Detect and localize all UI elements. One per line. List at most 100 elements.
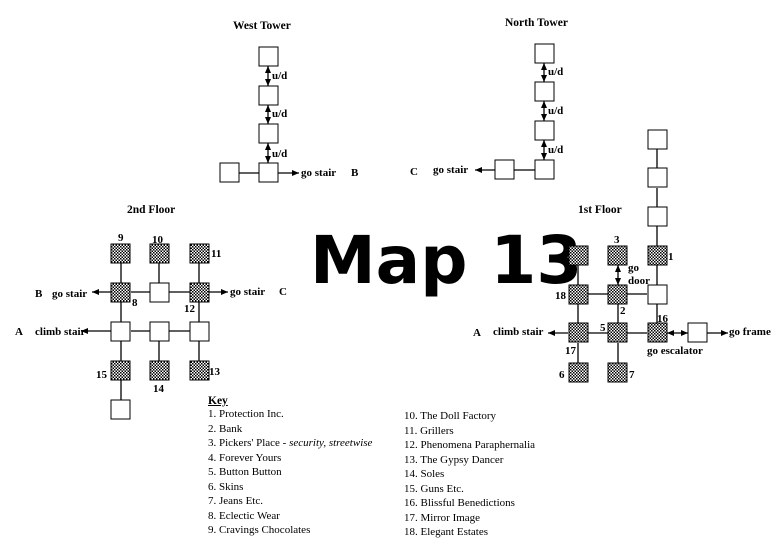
- ud-label: u/d: [548, 144, 563, 156]
- room: [687, 322, 708, 343]
- marker-a: A: [15, 326, 23, 338]
- shop-room: [568, 245, 589, 266]
- shop-number: 5: [600, 322, 606, 334]
- second-floor-rooms: [110, 243, 210, 420]
- key-column-left: 1. Protection Inc. 2. Bank 3. Pickers' P…: [208, 407, 372, 538]
- room: [494, 159, 515, 180]
- room: [149, 282, 170, 303]
- shop-room: [607, 322, 628, 343]
- shop-room: [568, 322, 589, 343]
- go-frame-label: go frame: [729, 326, 771, 338]
- shop-number: 6: [559, 369, 565, 381]
- room: [534, 43, 555, 64]
- ud-label: u/d: [548, 66, 563, 78]
- key-item: 15. Guns Etc.: [404, 482, 464, 495]
- shop-number: 7: [629, 369, 635, 381]
- key-item: 1. Protection Inc.: [208, 408, 284, 420]
- key-item: 14. Soles: [404, 468, 445, 480]
- climb-stair-label: climb stair: [493, 326, 544, 338]
- ud-label: u/d: [272, 108, 287, 120]
- shop-number: 13: [209, 366, 221, 378]
- marker-c: C: [410, 166, 418, 178]
- room: [647, 129, 668, 150]
- ud-label: u/d: [272, 70, 287, 82]
- room: [534, 81, 555, 102]
- key-item: 17. Mirror Image: [404, 511, 481, 524]
- room: [219, 162, 240, 183]
- shop-number: 1: [668, 251, 674, 263]
- room: [647, 167, 668, 188]
- shop-room: [607, 362, 628, 383]
- shop-number: 10: [152, 234, 164, 246]
- west-tower-heading: West Tower: [233, 20, 291, 32]
- shop-room: [110, 243, 131, 264]
- key-title: Key: [208, 395, 228, 407]
- shop-number: 9: [118, 232, 124, 244]
- marker-a: A: [473, 327, 481, 339]
- room: [149, 321, 170, 342]
- shop-number: 17: [565, 345, 577, 357]
- room: [647, 284, 668, 305]
- marker-b: B: [351, 167, 359, 179]
- shop-room: [568, 284, 589, 305]
- room: [258, 123, 279, 144]
- shop-room: [110, 282, 131, 303]
- shop-number: 16: [657, 313, 669, 325]
- ud-label: u/d: [548, 105, 563, 117]
- key-item: 13. The Gypsy Dancer: [404, 453, 504, 466]
- shop-number: 2: [620, 305, 626, 317]
- door-label: door: [628, 275, 650, 287]
- marker-b: B: [35, 288, 43, 300]
- key-item: 6. Skins: [208, 480, 244, 493]
- go-escalator-label: go escalator: [647, 345, 703, 357]
- key-item: 12. Phenomena Paraphernalia: [404, 439, 536, 451]
- ud-label: u/d: [272, 148, 287, 160]
- key-item: 9. Cravings Chocolates: [208, 524, 311, 536]
- room: [534, 120, 555, 141]
- go-stair-label: go stair: [52, 288, 87, 300]
- first-floor-rooms: [568, 129, 708, 383]
- go-stair-label: go stair: [301, 167, 336, 179]
- marker-c: C: [279, 286, 287, 298]
- shop-room: [607, 284, 628, 305]
- key-item: 2. Bank: [208, 422, 243, 435]
- shop-number: 18: [555, 290, 567, 302]
- room: [258, 85, 279, 106]
- shop-number: 12: [184, 303, 196, 315]
- key-item: 18. Elegant Estates: [404, 526, 489, 538]
- first-floor-heading: 1st Floor: [578, 204, 622, 216]
- shop-room: [149, 243, 170, 264]
- key-item-note: security, streetwise: [289, 437, 373, 449]
- shop-number: 11: [211, 248, 221, 260]
- room: [189, 321, 210, 342]
- key-item: 4. Forever Yours: [208, 451, 282, 464]
- shop-room: [189, 360, 210, 381]
- key-item: 8. Eclectic Wear: [208, 509, 280, 522]
- shop-room: [110, 360, 131, 381]
- shop-number: 14: [153, 383, 165, 395]
- second-floor-heading: 2nd Floor: [127, 204, 175, 216]
- key-item: 10. The Doll Factory: [404, 410, 497, 422]
- room: [258, 46, 279, 67]
- shop-number: 3: [614, 234, 620, 246]
- north-tower-connections: [475, 63, 547, 173]
- go-stair-label: go stair: [230, 286, 265, 298]
- west-tower-rooms: [219, 46, 279, 183]
- key-item: 7. Jeans Etc.: [208, 495, 263, 507]
- room: [258, 162, 279, 183]
- first-floor-connections: [548, 149, 728, 363]
- shop-room: [189, 243, 210, 264]
- key-item: 3. Pickers' Place - security, streetwise: [208, 437, 373, 449]
- key-item: 5. Button Button: [208, 466, 282, 478]
- climb-stair-label: climb stair: [35, 326, 86, 338]
- west-tower-connections: [239, 66, 299, 176]
- room: [110, 321, 131, 342]
- key-item: 11. Grillers: [404, 424, 454, 437]
- key-item: 16. Blissful Benedictions: [404, 497, 515, 509]
- go-label: go: [628, 262, 640, 274]
- shop-room: [647, 245, 668, 266]
- room: [647, 206, 668, 227]
- shop-number: 4: [559, 251, 565, 263]
- shop-room: [647, 322, 668, 343]
